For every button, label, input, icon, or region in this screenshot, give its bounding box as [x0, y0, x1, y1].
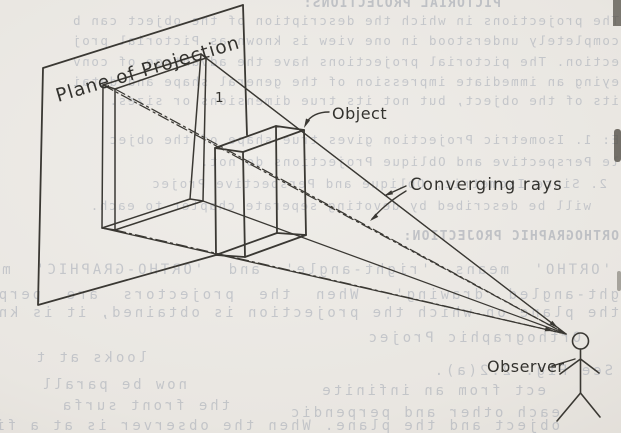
rays-arrowhead-upper — [384, 190, 394, 196]
rays-leader-lower — [371, 190, 407, 220]
converging-rays-label: Converging rays — [410, 175, 563, 194]
object-arrowhead — [304, 118, 311, 128]
view-number-label: 1 — [215, 90, 224, 106]
figure-labels: Plane of Projection 1 Object Converging … — [53, 32, 564, 376]
converging-rays-lines — [101, 53, 567, 335]
object-box-wireframe — [214, 125, 307, 258]
object-leader — [305, 111, 330, 124]
ray-arrowhead — [544, 326, 554, 332]
observer-legs — [556, 392, 601, 422]
label-leaders — [304, 111, 576, 367]
ray-arrowhead — [549, 320, 558, 328]
observer-head — [571, 332, 590, 350]
rays-arrowhead-lower — [370, 213, 379, 221]
page-edge-mark-top-right — [613, 0, 621, 26]
page-edge-mark-right-lower — [617, 271, 621, 291]
observer-label: Observer — [487, 357, 564, 376]
observer-leader — [551, 358, 576, 367]
projection-plane-outline — [37, 4, 248, 306]
observer-arms — [559, 358, 600, 375]
object-label: Object — [332, 104, 387, 123]
page-edge-mark-right — [614, 129, 621, 162]
observer-figure — [556, 332, 601, 422]
